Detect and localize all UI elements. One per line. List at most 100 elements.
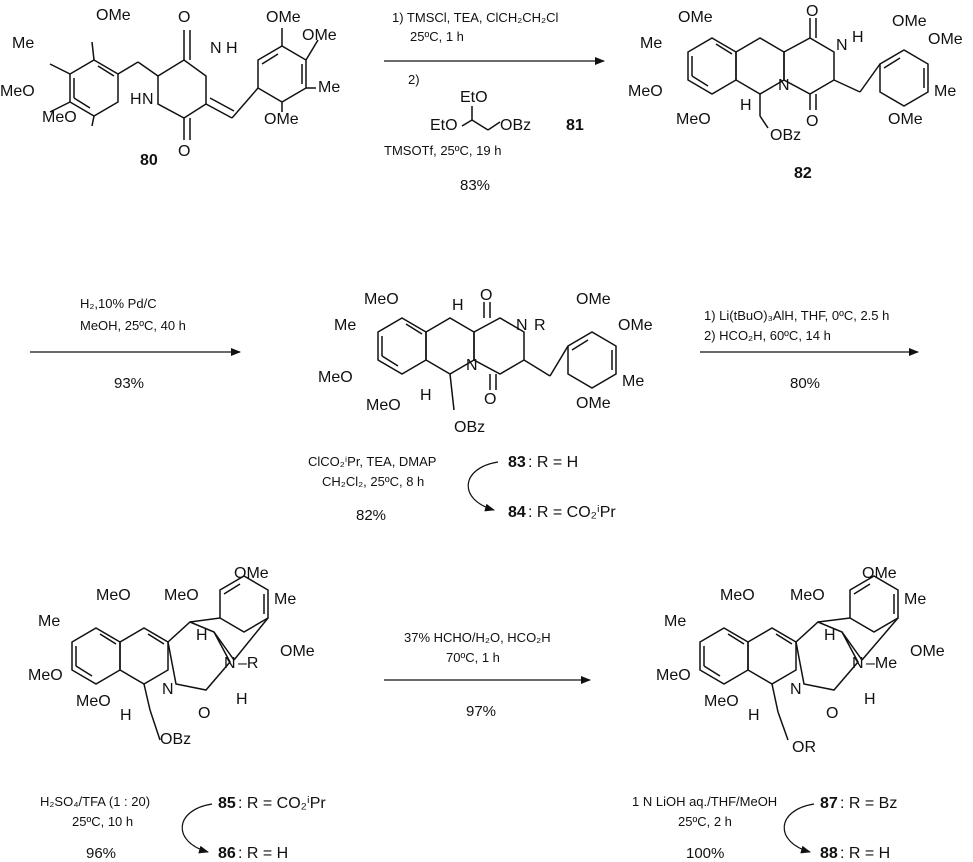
conditions-line: 1) Li(tBuO)₃AlH, THF, 0ºC, 2.5 h xyxy=(704,308,889,323)
conditions-line: 70ºC, 1 h xyxy=(446,650,500,665)
curved-arrow xyxy=(783,803,815,854)
nitrogen-label: N xyxy=(210,40,222,57)
oxygen-label: O xyxy=(480,287,492,304)
me-label: Me xyxy=(334,317,356,334)
hydrogen-label: H xyxy=(864,691,876,708)
me-label: Me xyxy=(38,613,60,630)
meo-label: MeO xyxy=(42,109,77,126)
isoquinoline-ring xyxy=(119,627,169,685)
nitrogen-label: N xyxy=(852,655,864,672)
me-label: Me xyxy=(622,373,644,390)
me-label: Me xyxy=(664,613,686,630)
aryl-ring xyxy=(699,627,749,685)
ome-label: OMe xyxy=(892,13,927,30)
aryl-ring xyxy=(377,317,427,375)
oxygen-label: O xyxy=(484,391,496,408)
yield-label: 97% xyxy=(466,703,496,720)
compound-87-id: 87 xyxy=(820,795,838,812)
conditions-line: 2) HCO₂H, 60ºC, 14 h xyxy=(704,328,831,343)
curved-arrow xyxy=(181,803,213,854)
r-definition: : R = H xyxy=(528,454,578,471)
me-label: Me xyxy=(934,83,956,100)
conditions-line: 25ºC, 2 h xyxy=(678,814,732,829)
meo-label: MeO xyxy=(28,667,63,684)
conditions-line: 2) xyxy=(408,72,420,87)
conditions-line: CH₂Cl₂, 25ºC, 8 h xyxy=(322,474,424,489)
ome-label: OMe xyxy=(576,291,611,308)
meo-label: MeO xyxy=(164,587,199,604)
meo-label: MeO xyxy=(628,83,663,100)
conditions-line: 1 N LiOH aq./THF/MeOH xyxy=(632,794,777,809)
hydrogen-label: H xyxy=(196,627,208,644)
conditions-line: MeOH, 25ºC, 40 h xyxy=(80,318,186,333)
conditions-line: H₂,10% Pd/C xyxy=(80,296,157,311)
hydrogen-label: H xyxy=(852,29,864,46)
ome-label: OMe xyxy=(302,27,337,44)
conditions-line: 25ºC, 10 h xyxy=(72,814,133,829)
oxygen-label: O xyxy=(806,3,818,20)
ome-label: OMe xyxy=(888,111,923,128)
right-aryl-ring xyxy=(567,331,617,389)
nitrogen-label: N xyxy=(224,655,236,672)
aryl-ring xyxy=(687,37,737,95)
oxygen-label: O xyxy=(178,9,190,26)
ome-label: OMe xyxy=(862,565,897,582)
aryl-ring xyxy=(71,627,121,685)
nitrogen-label: N xyxy=(142,91,154,108)
step-7: 1 N LiOH aq./THF/MeOH 25ºC, 2 h 100% 87 … xyxy=(632,794,897,862)
r-label: R xyxy=(534,317,546,334)
yield-label: 96% xyxy=(86,845,116,862)
me-label: Me xyxy=(318,79,340,96)
yield-label: 100% xyxy=(686,845,724,862)
yield-label: 93% xyxy=(114,375,144,392)
upper-aryl-ring xyxy=(849,575,899,633)
structure-80: OMe Me MeO MeO O N H H N O OMe OMe Me OM… xyxy=(0,7,340,169)
meo-label: MeO xyxy=(720,587,755,604)
compound-81-id: 81 xyxy=(566,117,584,134)
step-2: H₂,10% Pd/C MeOH, 25ºC, 40 h 93% xyxy=(30,296,241,392)
conditions-line: H₂SO₄/TFA (1 : 20) xyxy=(40,794,150,809)
structure-87: MeO Me MeO MeO MeO OMe Me OMe H N –Me N … xyxy=(656,565,945,756)
step-3: 1) Li(tBuO)₃AlH, THF, 0ºC, 2.5 h 2) HCO₂… xyxy=(700,308,919,392)
me-label: Me xyxy=(12,35,34,52)
right-aryl-ring xyxy=(879,49,929,107)
oxygen-label: O xyxy=(198,705,210,722)
methyl-substituent-label: –Me xyxy=(866,655,897,672)
ome-label: OMe xyxy=(280,643,315,660)
r-definition: : R = CO₂ⁱPr xyxy=(238,795,326,812)
yield-label: 80% xyxy=(790,375,820,392)
conditions-line: 37% HCHO/H₂O, HCO₂H xyxy=(404,630,551,645)
nitrogen-label: N xyxy=(836,37,848,54)
or-label: OR xyxy=(792,739,816,756)
hydrogen-label: H xyxy=(824,627,836,644)
step-5: 37% HCHO/H₂O, HCO₂H 70ºC, 1 h 97% xyxy=(384,630,591,720)
eto-label: EtO xyxy=(460,89,488,106)
meo-label: MeO xyxy=(364,291,399,308)
oxygen-label: O xyxy=(178,143,190,160)
r-definition: : R = H xyxy=(840,845,890,862)
yield-label: 82% xyxy=(356,507,386,524)
eto-label: EtO xyxy=(430,117,458,134)
meo-label: MeO xyxy=(790,587,825,604)
compound-80-id: 80 xyxy=(140,152,158,169)
conditions-line: 25ºC, 1 h xyxy=(410,29,464,44)
structure-82: OMe Me MeO MeO O N H N H O OBz OMe OMe M… xyxy=(628,3,963,182)
diketopiperazine-ring xyxy=(783,37,835,95)
compound-85-id: 85 xyxy=(218,795,236,812)
step-6: H₂SO₄/TFA (1 : 20) 25ºC, 10 h 96% 85 : R… xyxy=(40,794,326,862)
obz-label: OBz xyxy=(454,419,485,436)
nitrogen-label: N xyxy=(778,77,790,94)
r-definition: : R = Bz xyxy=(840,795,897,812)
meo-label: MeO xyxy=(76,693,111,710)
nitrogen-label: N xyxy=(516,317,528,334)
me-label: Me xyxy=(274,591,296,608)
nitrogen-label: N xyxy=(466,357,478,374)
compound-83-id: 83 xyxy=(508,454,526,471)
r-definition: : R = CO₂ⁱPr xyxy=(528,504,616,521)
meo-label: MeO xyxy=(704,693,739,710)
ome-label: OMe xyxy=(910,643,945,660)
conditions-line: TMSOTf, 25ºC, 19 h xyxy=(384,143,501,158)
hydrogen-label: H xyxy=(226,40,238,57)
ome-label: OMe xyxy=(96,7,131,24)
